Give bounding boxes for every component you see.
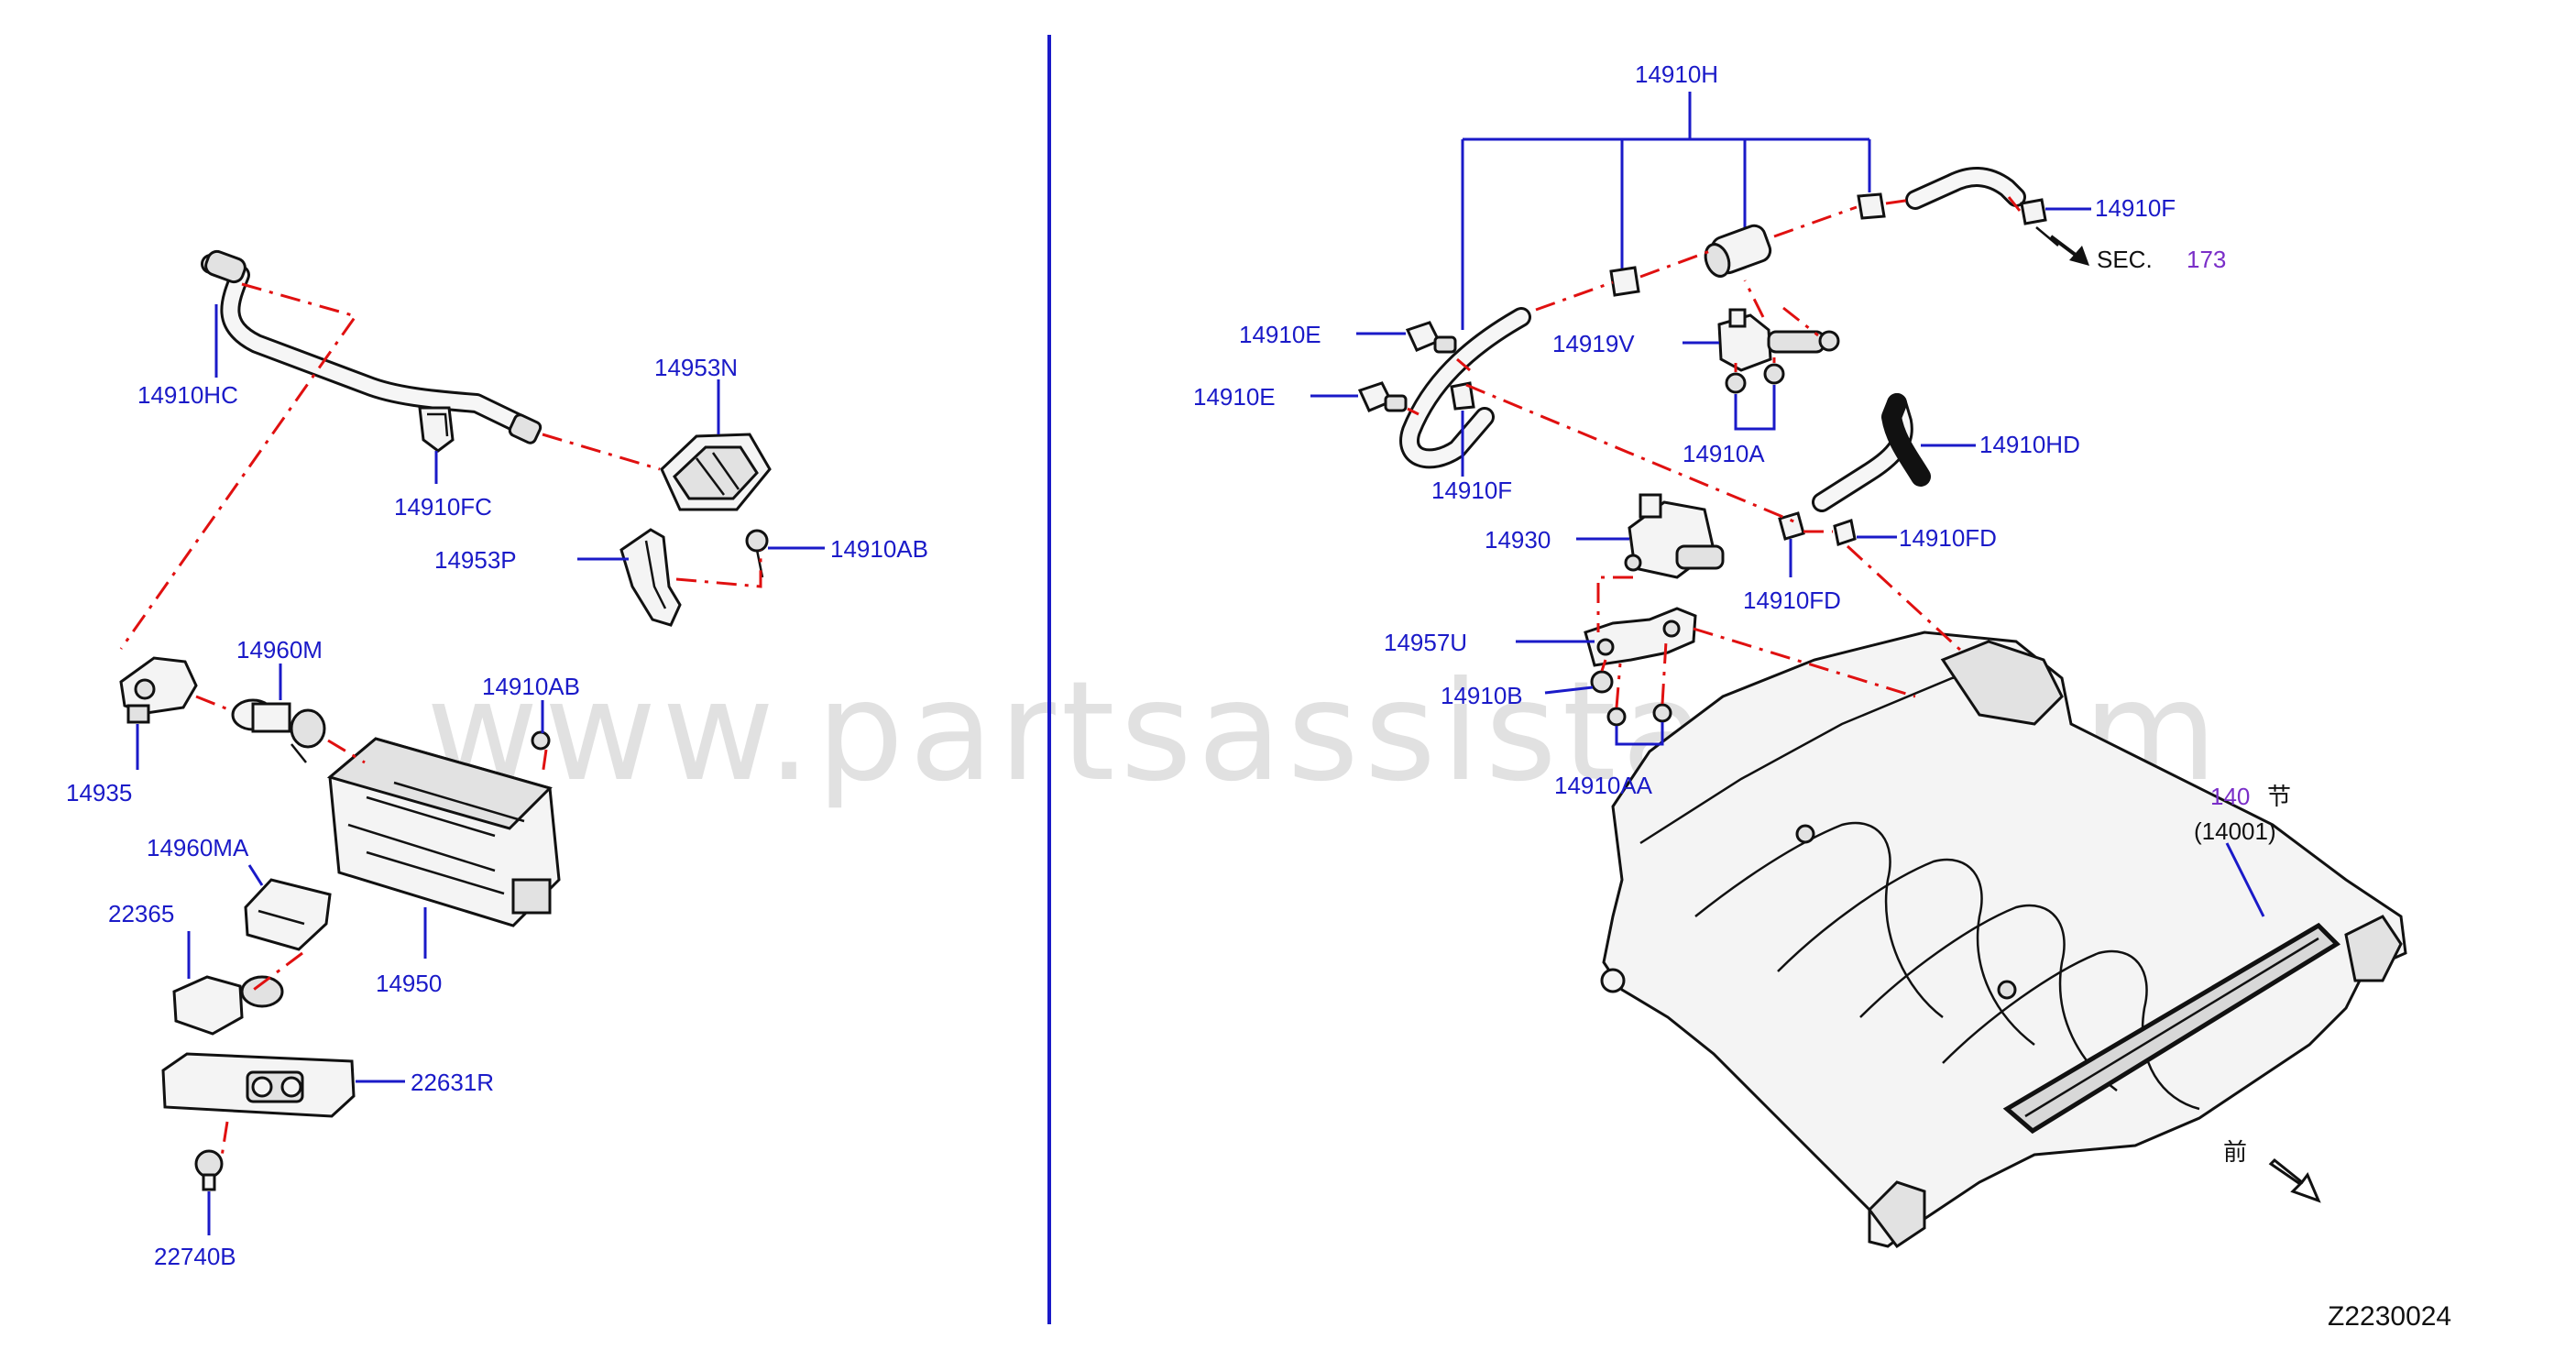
dash-right-9 bbox=[1743, 280, 1819, 337]
dash-right-12 bbox=[1846, 544, 1963, 653]
filter-14910H bbox=[1704, 224, 1772, 278]
clamp-14910E-1 bbox=[1405, 321, 1457, 354]
leader-14910AA bbox=[1615, 722, 1664, 746]
dash-right-1 bbox=[1535, 280, 1614, 312]
intake-manifold-14001 bbox=[1600, 631, 2407, 1249]
label-14910FD-2: 14910FD bbox=[1899, 524, 1997, 552]
bolt-14910A-1 bbox=[1725, 372, 1747, 394]
label-14953N: 14953N bbox=[654, 354, 738, 381]
filter-14960M bbox=[231, 698, 326, 763]
valve-14919V bbox=[1717, 308, 1840, 372]
hose-14910HC bbox=[201, 249, 543, 444]
bolt-14910B bbox=[1590, 670, 1614, 694]
canister-14950 bbox=[326, 730, 561, 927]
dash-right-10 bbox=[1734, 357, 1776, 372]
clamp-14910F-top bbox=[2020, 198, 2059, 247]
label-14910HC: 14910HC bbox=[137, 381, 238, 409]
label-section-glyph: 节 bbox=[2267, 783, 2291, 810]
label-14935: 14935 bbox=[66, 779, 132, 806]
label-14950: 14950 bbox=[376, 970, 442, 997]
dash-right-6 bbox=[1456, 357, 1471, 372]
label-sec: SEC. bbox=[2097, 246, 2153, 273]
label-14910E-2: 14910E bbox=[1193, 383, 1276, 411]
dash-left-2 bbox=[542, 433, 661, 471]
bracket-14953P bbox=[619, 528, 682, 627]
hose-14910HD bbox=[1812, 393, 1931, 512]
label-14001: (14001) bbox=[2194, 817, 2276, 845]
valve-14935 bbox=[119, 656, 198, 724]
dash-right-14 bbox=[1693, 627, 1916, 698]
dash-right-5 bbox=[2007, 196, 2022, 212]
bolt-14910AB-1 bbox=[745, 529, 769, 578]
label-14910A: 14910A bbox=[1683, 440, 1765, 467]
dash-left-5 bbox=[327, 739, 366, 764]
label-section-140: 140 bbox=[2210, 783, 2250, 810]
leader-14001 bbox=[2225, 842, 2265, 917]
bolt-22740B bbox=[194, 1149, 224, 1191]
leader-14960MA bbox=[247, 864, 264, 886]
label-14930: 14930 bbox=[1485, 526, 1551, 554]
label-14910AA: 14910AA bbox=[1554, 772, 1653, 799]
label-14910HD: 14910HD bbox=[1979, 431, 2080, 458]
dash-left-7 bbox=[250, 951, 303, 993]
label-14910E-1: 14910E bbox=[1239, 321, 1321, 348]
dash-right-13 bbox=[1596, 576, 1633, 632]
label-14910F: 14910F bbox=[1431, 477, 1512, 504]
bolt-14910AA-1 bbox=[1606, 707, 1627, 727]
bolt-14910AA-2 bbox=[1652, 703, 1672, 723]
clamp-right-1 bbox=[1609, 266, 1640, 297]
label-14957U: 14957U bbox=[1384, 629, 1467, 656]
label-14960MA: 14960MA bbox=[147, 834, 249, 861]
dash-right-7 bbox=[1407, 407, 1420, 416]
label-14910H: 14910H bbox=[1635, 60, 1718, 88]
clamp-14910FD-1 bbox=[1778, 511, 1805, 541]
label-22365: 22365 bbox=[108, 900, 174, 927]
dash-left-8 bbox=[220, 1121, 229, 1157]
dash-left-4 bbox=[195, 695, 234, 713]
clamp-right-2 bbox=[1857, 192, 1886, 220]
valve-14930 bbox=[1624, 493, 1725, 579]
sensor-22365 bbox=[172, 975, 284, 1036]
label-14953P: 14953P bbox=[434, 546, 517, 574]
leader-14910B bbox=[1544, 685, 1594, 695]
dash-right-2 bbox=[1639, 249, 1711, 279]
valve-14953N bbox=[660, 433, 772, 511]
leader-14910H bbox=[1461, 92, 1871, 330]
valve-22631R bbox=[161, 1052, 356, 1118]
clamp-14910FD-2 bbox=[1833, 519, 1857, 546]
label-14919V: 14919V bbox=[1552, 330, 1635, 357]
label-14910AB-2: 14910AB bbox=[482, 673, 580, 700]
dash-right-3 bbox=[1773, 205, 1858, 238]
arrow-sec-173 bbox=[2049, 235, 2089, 266]
diagram-code: Z2230024 bbox=[2328, 1301, 2451, 1332]
clip-14910FC bbox=[418, 406, 455, 453]
label-14910F-top: 14910F bbox=[2095, 194, 2176, 222]
hose-14910H-lower bbox=[1399, 307, 1531, 469]
label-14910FC: 14910FC bbox=[394, 493, 492, 521]
dash-right-8 bbox=[1465, 383, 1797, 524]
dash-right-15 bbox=[1600, 641, 1668, 708]
label-22740B: 22740B bbox=[154, 1243, 236, 1270]
dash-left-6 bbox=[541, 749, 548, 776]
label-14960M: 14960M bbox=[236, 636, 323, 664]
label-sec-number: 173 bbox=[2187, 246, 2226, 273]
front-arrow-icon bbox=[2268, 1157, 2321, 1203]
label-22631R: 22631R bbox=[411, 1069, 494, 1096]
label-14910FD-1: 14910FD bbox=[1743, 587, 1841, 614]
dash-left-3 bbox=[675, 550, 762, 588]
label-14910AB-1: 14910AB bbox=[830, 535, 928, 563]
clamp-14910E-2 bbox=[1357, 381, 1408, 412]
dash-right-4 bbox=[1885, 198, 1913, 205]
bolt-14910A-2 bbox=[1763, 363, 1785, 385]
bracket-14960MA bbox=[244, 878, 332, 951]
front-label: 前 bbox=[2223, 1138, 2247, 1166]
clamp-14910F bbox=[1450, 381, 1475, 411]
leader-14910A bbox=[1734, 385, 1776, 431]
hose-14910H-upper bbox=[1905, 167, 2026, 210]
label-14910B: 14910B bbox=[1441, 682, 1523, 709]
